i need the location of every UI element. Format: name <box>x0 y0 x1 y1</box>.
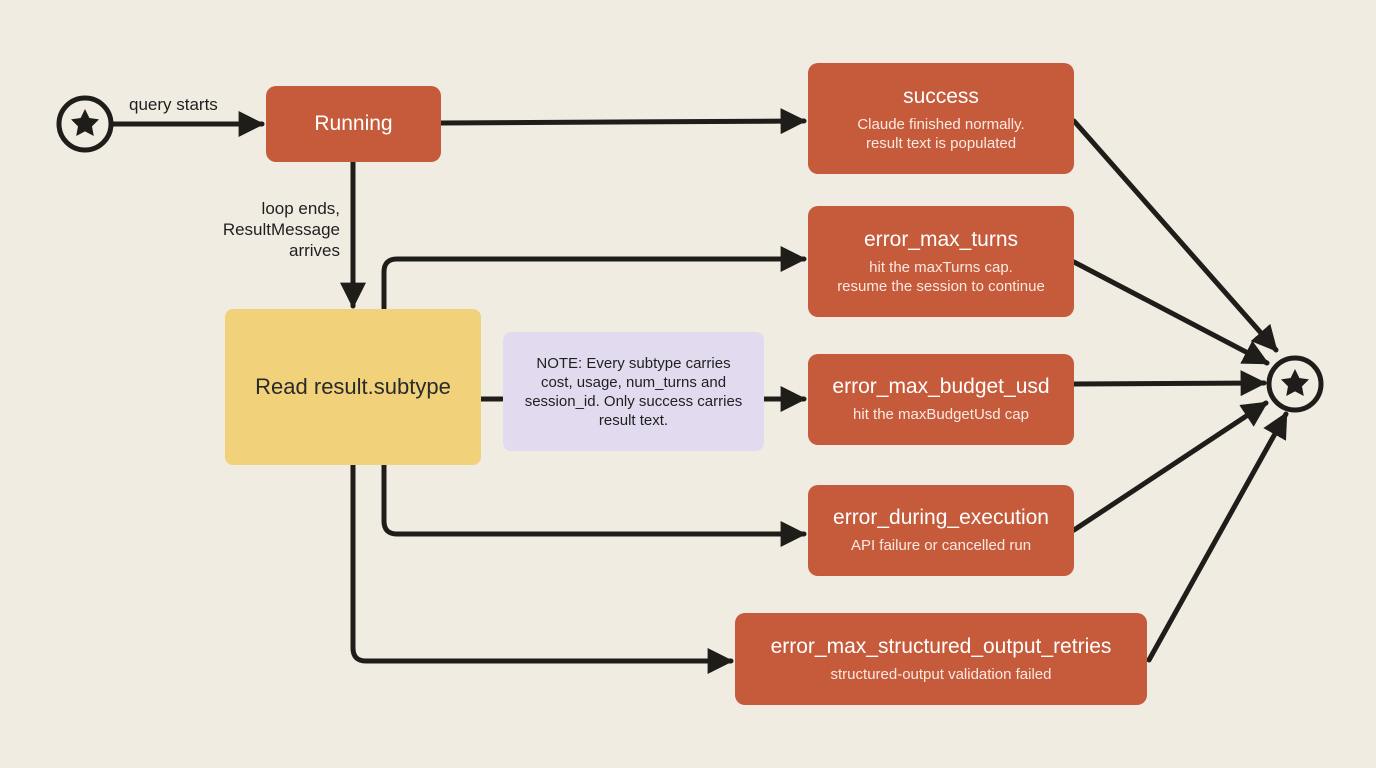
state-description-line: resume the session to continue <box>837 277 1045 295</box>
end-node-ring <box>1266 355 1324 413</box>
note-box: NOTE: Every subtype carries cost, usage,… <box>503 332 764 451</box>
state-title: error_max_budget_usd <box>832 375 1050 398</box>
edge-label-line: ResultMessage <box>222 220 340 239</box>
edge-label-line: arrives <box>288 241 340 260</box>
state-description-line: structured-output validation failed <box>830 665 1052 683</box>
edge-error-during-execution-to-end <box>1071 400 1269 533</box>
state-error-max-structured-output-retries[interactable]: error_max_structured_output_retries stru… <box>735 613 1147 705</box>
edge-decision-to-error-max-turns <box>381 246 807 311</box>
edge-decision-to-error-max-structured-output-retries <box>350 462 734 674</box>
edge-running-to-success <box>438 108 807 135</box>
state-title: error_during_execution <box>833 506 1049 529</box>
edge-label-query-starts: query starts <box>129 95 218 114</box>
edge-success-to-end <box>1071 118 1279 353</box>
decision-label: Read result.subtype <box>255 374 451 399</box>
edge-decision-to-error-during-execution <box>381 462 807 547</box>
state-description-line: API failure or cancelled run <box>850 537 1032 554</box>
state-description-line: hit the maxBudgetUsd cap <box>853 406 1029 423</box>
state-description: Claude finished normally. result text is… <box>857 115 1024 153</box>
state-description: hit the maxTurns cap. resume the session… <box>837 258 1045 296</box>
edge-error-max-budget-usd-to-end <box>1071 370 1267 397</box>
note-text: NOTE: Every subtype carries cost, usage,… <box>524 354 743 429</box>
edge-error-max-structured-output-retries-to-end <box>1146 411 1289 663</box>
edge-label-line: loop ends, <box>261 199 340 218</box>
star-icon <box>1281 369 1309 396</box>
star-icon <box>71 109 99 136</box>
decision-read-result-subtype[interactable]: Read result.subtype <box>225 309 481 465</box>
state-title: error_max_turns <box>863 227 1019 251</box>
state-description-line: Claude finished normally. <box>857 115 1025 133</box>
state-description-line: hit the maxTurns cap. <box>869 258 1013 276</box>
state-success[interactable]: success Claude finished normally. result… <box>808 63 1074 174</box>
edge-error-max-turns-to-end <box>1071 259 1270 366</box>
state-description-line: result text is populated <box>865 134 1017 152</box>
edge-label-loop-ends: loop ends, ResultMessage arrives <box>180 198 340 261</box>
state-description: hit the maxBudgetUsd cap <box>853 405 1029 424</box>
state-description: structured-output validation failed <box>831 665 1052 684</box>
state-running[interactable]: Running <box>266 86 441 162</box>
state-error-max-budget-usd[interactable]: error_max_budget_usd hit the maxBudgetUs… <box>808 354 1074 445</box>
state-title: Running <box>314 112 393 135</box>
state-title: success <box>903 84 979 108</box>
state-error-during-execution[interactable]: error_during_execution API failure or ca… <box>808 485 1074 576</box>
state-error-max-turns[interactable]: error_max_turns hit the maxTurns cap. re… <box>808 206 1074 317</box>
state-title: error_max_structured_output_retries <box>770 634 1112 658</box>
state-description: API failure or cancelled run <box>851 536 1031 555</box>
